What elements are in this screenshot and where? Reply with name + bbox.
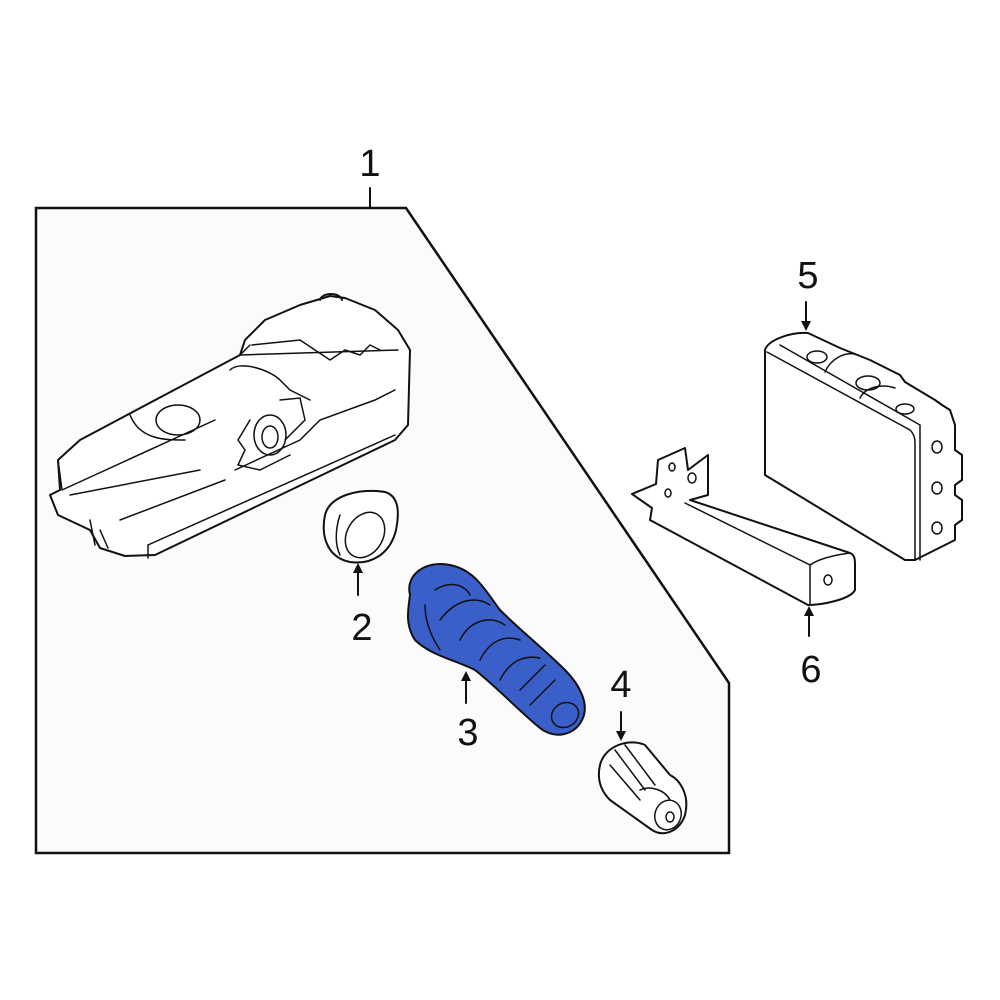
control-module[interactable] xyxy=(764,331,963,561)
callout-3[interactable]: 3 xyxy=(457,712,478,754)
arrow-icon xyxy=(804,606,814,616)
valve-stem[interactable] xyxy=(407,563,586,736)
sensor-assembly[interactable] xyxy=(49,293,411,559)
mounting-bracket[interactable] xyxy=(631,447,856,606)
callout-5[interactable]: 5 xyxy=(797,255,818,297)
arrow-icon xyxy=(461,671,471,681)
valve-cap[interactable] xyxy=(597,741,688,835)
grommet[interactable] xyxy=(322,489,399,565)
callout-1[interactable]: 1 xyxy=(359,143,380,185)
arrow-icon xyxy=(353,563,363,573)
arrow-icon xyxy=(616,731,626,741)
arrow-icon xyxy=(801,321,811,331)
callout-2[interactable]: 2 xyxy=(351,607,372,649)
callout-6[interactable]: 6 xyxy=(800,649,821,691)
callout-4[interactable]: 4 xyxy=(610,664,631,706)
